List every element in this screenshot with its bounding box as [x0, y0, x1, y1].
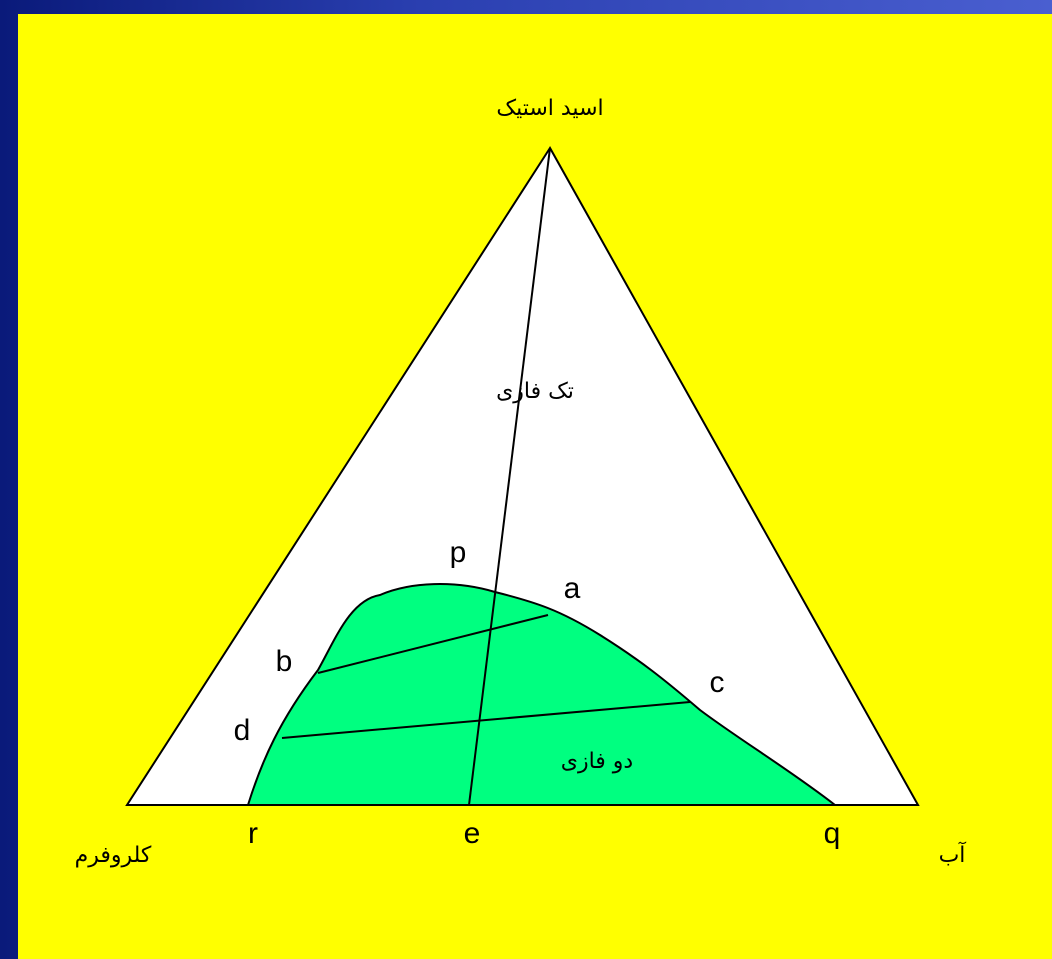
- line-apex-e: [468, 147, 551, 806]
- point-label-c: c: [710, 666, 725, 699]
- point-label-e: e: [464, 817, 481, 850]
- vertex-label-right: آب: [939, 841, 967, 868]
- region-label-two-phase: دو فازی: [561, 749, 633, 774]
- tie-line-b-a: [317, 614, 549, 674]
- point-label-r: r: [248, 817, 258, 850]
- point-label-q: q: [824, 817, 841, 850]
- point-label-p: p: [450, 536, 467, 569]
- point-label-a: a: [564, 572, 581, 605]
- point-label-b: b: [276, 645, 293, 678]
- vertex-label-left: کلروفرم: [75, 843, 152, 868]
- region-label-one-phase: تک فازی: [496, 379, 574, 404]
- vertex-label-top: اسید استیک: [496, 96, 603, 121]
- point-label-d: d: [234, 714, 251, 747]
- tie-line-d-c: [281, 701, 691, 739]
